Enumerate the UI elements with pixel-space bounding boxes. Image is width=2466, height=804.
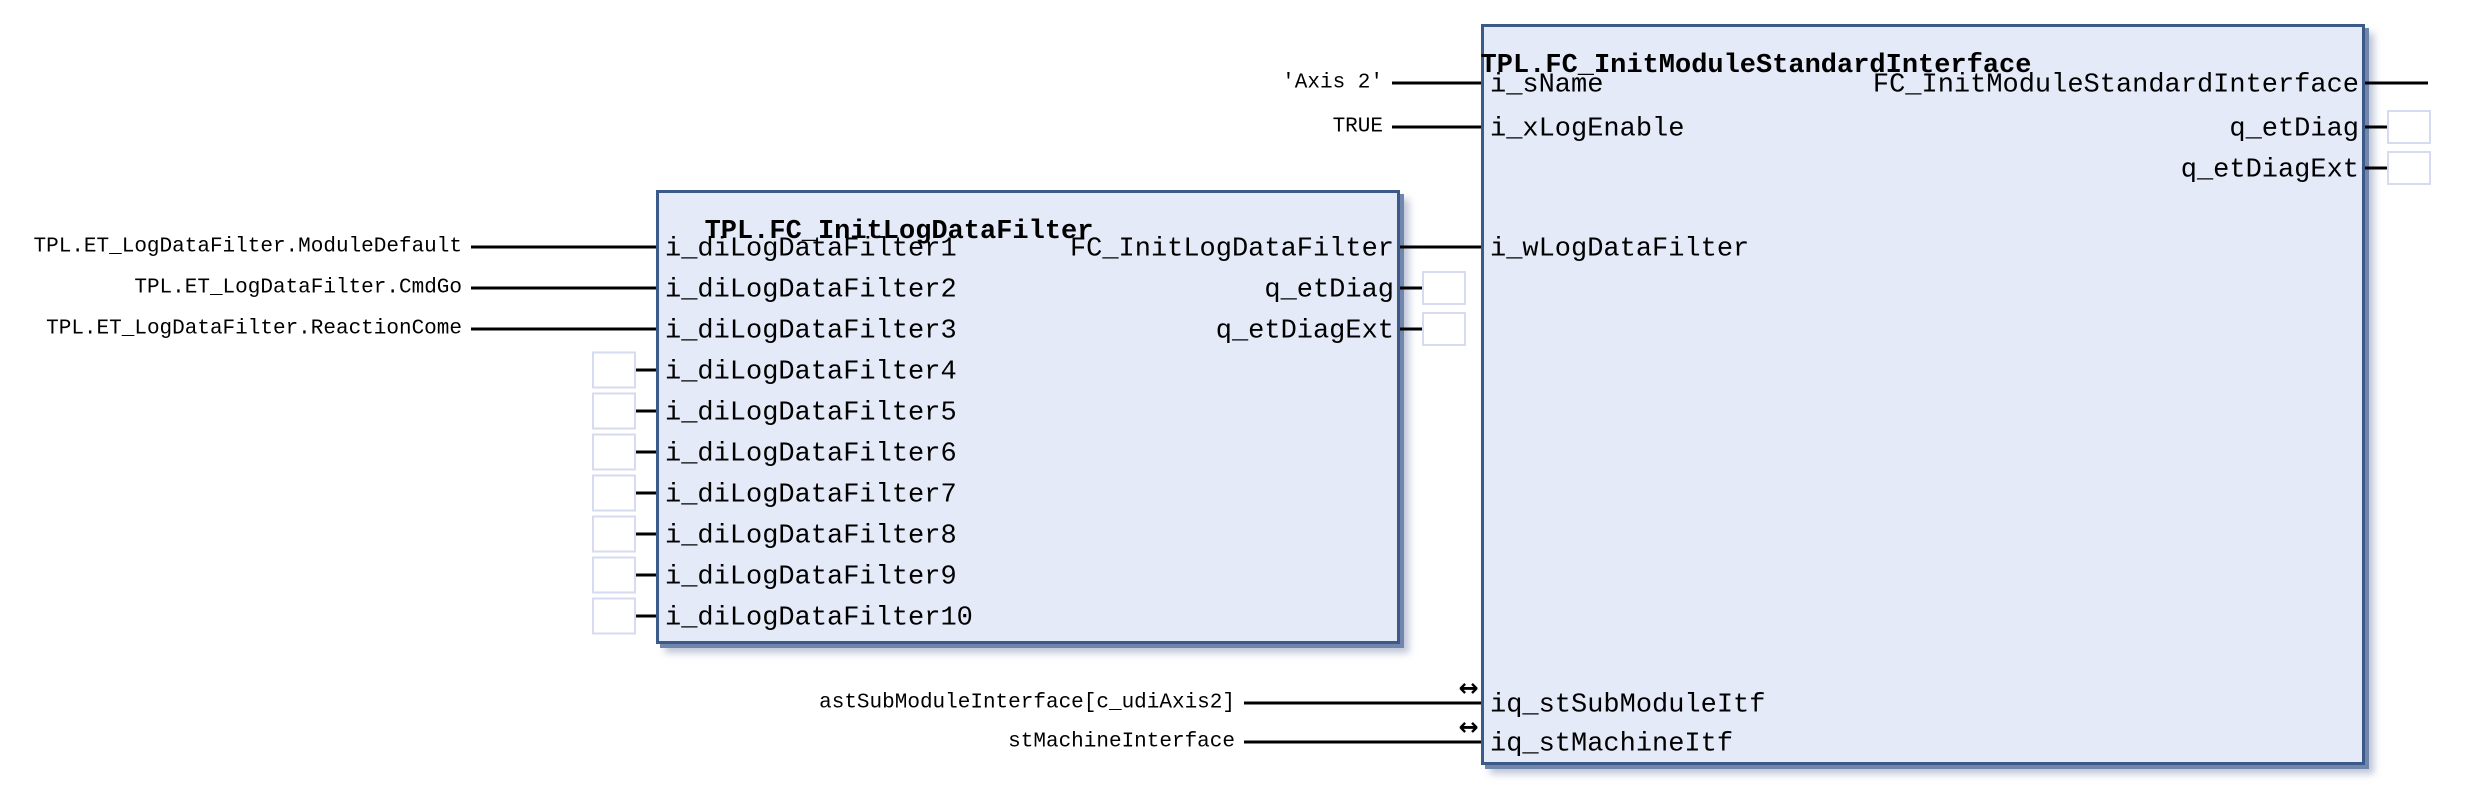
connection-line (1400, 245, 1481, 249)
connection-line (2365, 81, 2428, 85)
pin-iq_stMachineItf[interactable]: iq_stMachineItf (1490, 729, 1734, 760)
pin-i_diLogDataFilter8[interactable]: i_diLogDataFilter8 (665, 521, 957, 552)
pin-i_diLogDataFilter7[interactable]: i_diLogDataFilter7 (665, 480, 957, 511)
connection-line (636, 573, 656, 577)
block-title: TPL.FC_InitModuleStandardInterface (1480, 51, 2032, 82)
pin-FC_InitModuleStandardInterface[interactable]: FC_InitModuleStandardInterface (1872, 70, 2359, 101)
pin-q_etDiagExt[interactable]: q_etDiagExt (1215, 316, 1394, 347)
fb-block-init-module-standard-interface[interactable]: TPL.FC_InitModuleStandardInterface i_sNa… (1481, 24, 2365, 765)
connection-line (471, 327, 656, 331)
inout-arrow-icon: ↔ (1458, 674, 1478, 702)
block-title: TPL.FC_InitLogDataFilter (704, 217, 1094, 248)
connection-line (471, 245, 656, 249)
connection-line (1400, 286, 1422, 290)
pin-i_wLogDataFilter[interactable]: i_wLogDataFilter (1490, 234, 1750, 265)
connection-line (2365, 125, 2387, 129)
empty-operand-box-q_etDiagExt[interactable] (1422, 312, 1466, 346)
connection-line (636, 491, 656, 495)
pin-iq_stSubModuleItf[interactable]: iq_stSubModuleItf (1490, 690, 1766, 721)
pin-i_diLogDataFilter1[interactable]: i_diLogDataFilter1 (665, 234, 957, 265)
empty-operand-box-i_diLogDataFilter6[interactable] (592, 433, 636, 471)
empty-operand-box-i_diLogDataFilter9[interactable] (592, 556, 636, 594)
empty-operand-box-i_diLogDataFilter10[interactable] (592, 597, 636, 635)
connection-line (1244, 740, 1481, 744)
operand-i_diLogDataFilter3[interactable]: TPL.ET_LogDataFilter.ReactionCome (46, 317, 462, 341)
empty-operand-box-q_etDiagExt[interactable] (2387, 151, 2431, 185)
pin-i_sName[interactable]: i_sName (1490, 70, 1604, 101)
pin-q_etDiag[interactable]: q_etDiag (1264, 275, 1394, 306)
pin-FC_InitLogDataFilter[interactable]: FC_InitLogDataFilter (1069, 234, 1394, 265)
connection-line (2365, 166, 2387, 170)
operand-i_diLogDataFilter2[interactable]: TPL.ET_LogDataFilter.CmdGo (134, 276, 462, 300)
empty-operand-box-i_diLogDataFilter4[interactable] (592, 351, 636, 389)
pin-i_diLogDataFilter3[interactable]: i_diLogDataFilter3 (665, 316, 957, 347)
operand-i_xLogEnable[interactable]: TRUE (1332, 115, 1383, 139)
connection-line (636, 450, 656, 454)
inout-arrow-icon: ↔ (1458, 713, 1478, 741)
connection-line (1400, 327, 1422, 331)
connection-line (1392, 125, 1481, 129)
operand-iq_stSubModuleItf[interactable]: astSubModuleInterface[c_udiAxis2] (819, 691, 1235, 715)
connection-line (636, 532, 656, 536)
empty-operand-box-q_etDiag[interactable] (1422, 271, 1466, 305)
connection-line (471, 286, 656, 290)
pin-i_diLogDataFilter4[interactable]: i_diLogDataFilter4 (665, 357, 957, 388)
fb-block-init-log-data-filter[interactable]: TPL.FC_InitLogDataFilter i_diLogDataFilt… (656, 190, 1400, 644)
pin-i_diLogDataFilter6[interactable]: i_diLogDataFilter6 (665, 439, 957, 470)
pin-i_diLogDataFilter9[interactable]: i_diLogDataFilter9 (665, 562, 957, 593)
pin-q_etDiag[interactable]: q_etDiag (2229, 114, 2359, 145)
pin-i_xLogEnable[interactable]: i_xLogEnable (1490, 114, 1685, 145)
empty-operand-box-i_diLogDataFilter7[interactable] (592, 474, 636, 512)
connection-line (636, 614, 656, 618)
operand-i_diLogDataFilter1[interactable]: TPL.ET_LogDataFilter.ModuleDefault (33, 235, 462, 259)
pin-i_diLogDataFilter5[interactable]: i_diLogDataFilter5 (665, 398, 957, 429)
connection-line (1244, 701, 1481, 705)
connection-line (1392, 81, 1481, 85)
empty-operand-box-i_diLogDataFilter8[interactable] (592, 515, 636, 553)
connection-line (636, 368, 656, 372)
operand-iq_stMachineItf[interactable]: stMachineInterface (1008, 730, 1235, 754)
pin-i_diLogDataFilter2[interactable]: i_diLogDataFilter2 (665, 275, 957, 306)
operand-i_sName[interactable]: 'Axis 2' (1282, 71, 1383, 95)
pin-q_etDiagExt[interactable]: q_etDiagExt (2180, 155, 2359, 186)
empty-operand-box-i_diLogDataFilter5[interactable] (592, 392, 636, 430)
empty-operand-box-q_etDiag[interactable] (2387, 110, 2431, 144)
pin-i_diLogDataFilter10[interactable]: i_diLogDataFilter10 (665, 603, 973, 634)
connection-line (636, 409, 656, 413)
